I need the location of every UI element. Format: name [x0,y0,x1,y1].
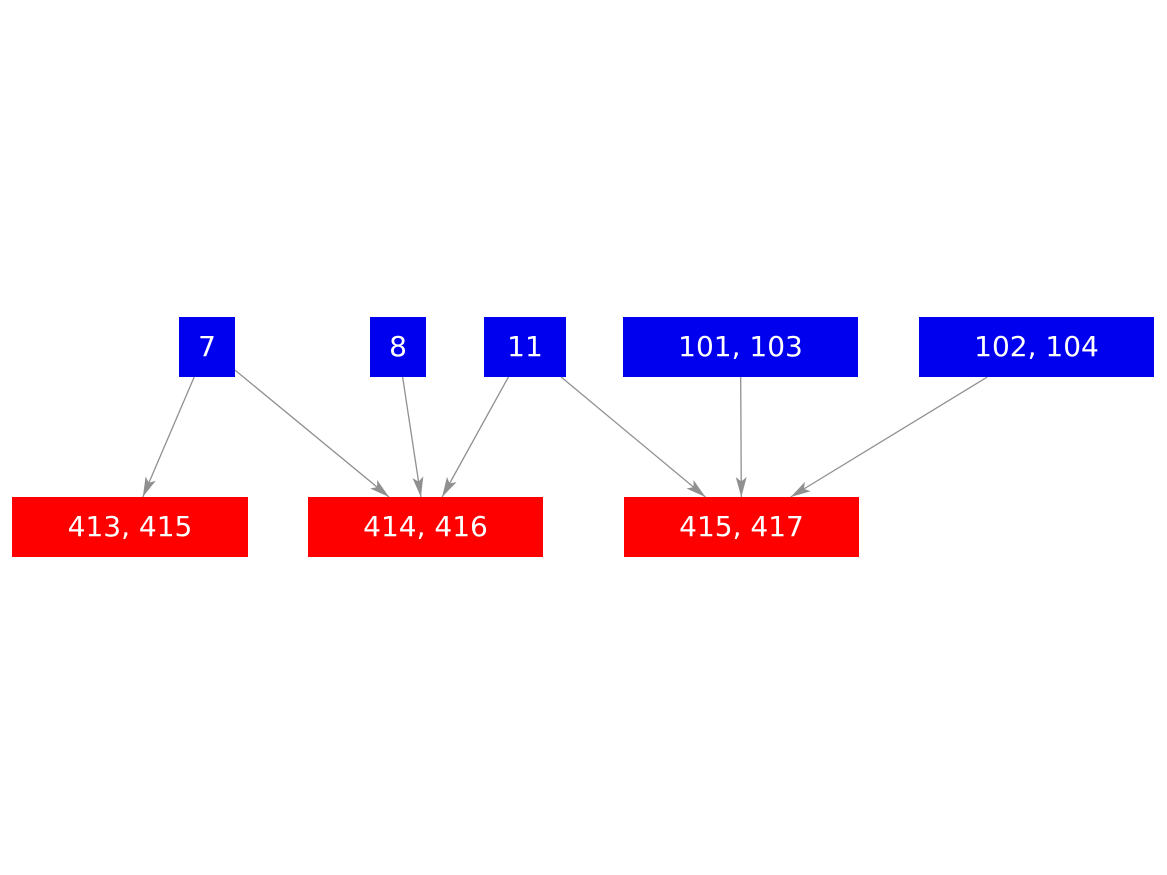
edge-11-to-414_416 [441,376,509,498]
node-11: 11 [484,317,566,377]
node-8: 8 [370,317,426,377]
edge-7-to-413_415 [142,376,195,498]
edge-8-to-414_416 [401,376,424,498]
node-102_104: 102, 104 [919,317,1154,377]
node-101_103: 101, 103 [623,317,858,377]
edge-7-to-414_416 [234,369,390,498]
edge-11-to-415_417 [560,376,706,498]
node-414_416: 414, 416 [308,497,543,557]
edge-102_104-to-415_417 [790,376,988,498]
node-7: 7 [179,317,235,377]
node-415_417: 415, 417 [624,497,859,557]
edge-101_103-to-415_417 [735,376,747,498]
node-413_415: 413, 415 [12,497,248,557]
